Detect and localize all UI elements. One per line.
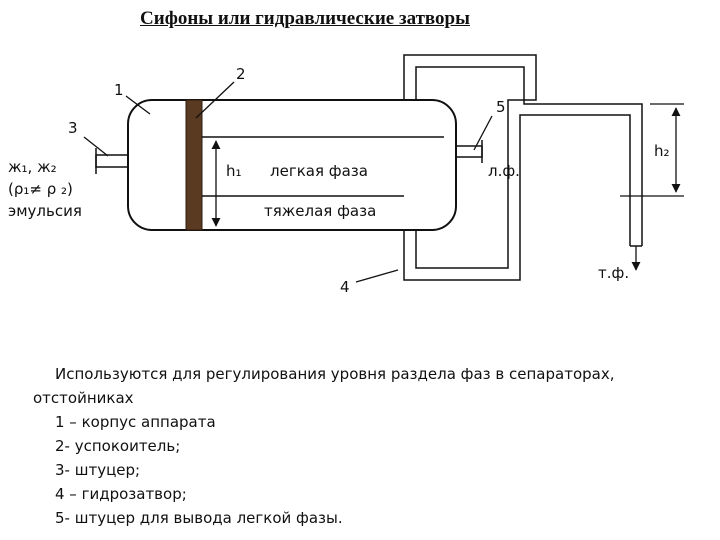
description: Используются для регулирования уровня ра…	[33, 362, 693, 530]
feed-label-line1: ж₁, ж₂	[8, 158, 57, 176]
heavy-out-label: т.ф.	[598, 264, 629, 282]
baffle	[185, 99, 203, 231]
siphon-inner-pipe	[403, 54, 537, 269]
leader-4	[355, 269, 399, 283]
siphon-top-loop	[415, 66, 643, 246]
description-intro-1: Используются для регулирования уровня ра…	[55, 365, 615, 383]
list-item: 3- штуцер;	[55, 461, 141, 479]
leader-3	[83, 136, 109, 157]
inlet-nozzle	[95, 154, 129, 168]
label-2: 2	[236, 65, 246, 83]
list-item: 5- штуцер для вывода легкой фазы.	[55, 509, 343, 527]
leader-2	[195, 81, 235, 119]
light-phase-label: легкая фаза	[270, 162, 368, 180]
h2-label: h₂	[654, 142, 670, 160]
label-5: 5	[496, 98, 506, 116]
siphon-diagram: 1 2 3 4 5 ж₁, ж₂ (ρ₁≠ ρ ₂) эмульсия h₁ h…	[8, 54, 684, 296]
leader-1	[125, 95, 151, 115]
h1-label: h₁	[226, 162, 242, 180]
description-intro-2: отстойниках	[33, 389, 134, 407]
siphon-outer-pipe	[403, 114, 631, 281]
list-item: 1 – корпус аппарата	[55, 413, 216, 431]
label-4: 4	[340, 278, 350, 296]
feed-label-line2: (ρ₁≠ ρ ₂)	[8, 180, 73, 198]
label-1: 1	[114, 81, 124, 99]
light-out-label: л.ф.	[488, 162, 520, 180]
leader-5	[473, 115, 493, 151]
feed-label-line3: эмульсия	[8, 202, 82, 220]
label-3: 3	[68, 119, 78, 137]
heavy-phase-label: тяжелая фаза	[264, 202, 376, 220]
list-item: 2- успокоитель;	[55, 437, 181, 455]
page-title: Сифоны или гидравлические затворы	[140, 8, 470, 29]
list-item: 4 – гидрозатвор;	[55, 485, 187, 503]
light-outlet-nozzle	[455, 145, 483, 158]
